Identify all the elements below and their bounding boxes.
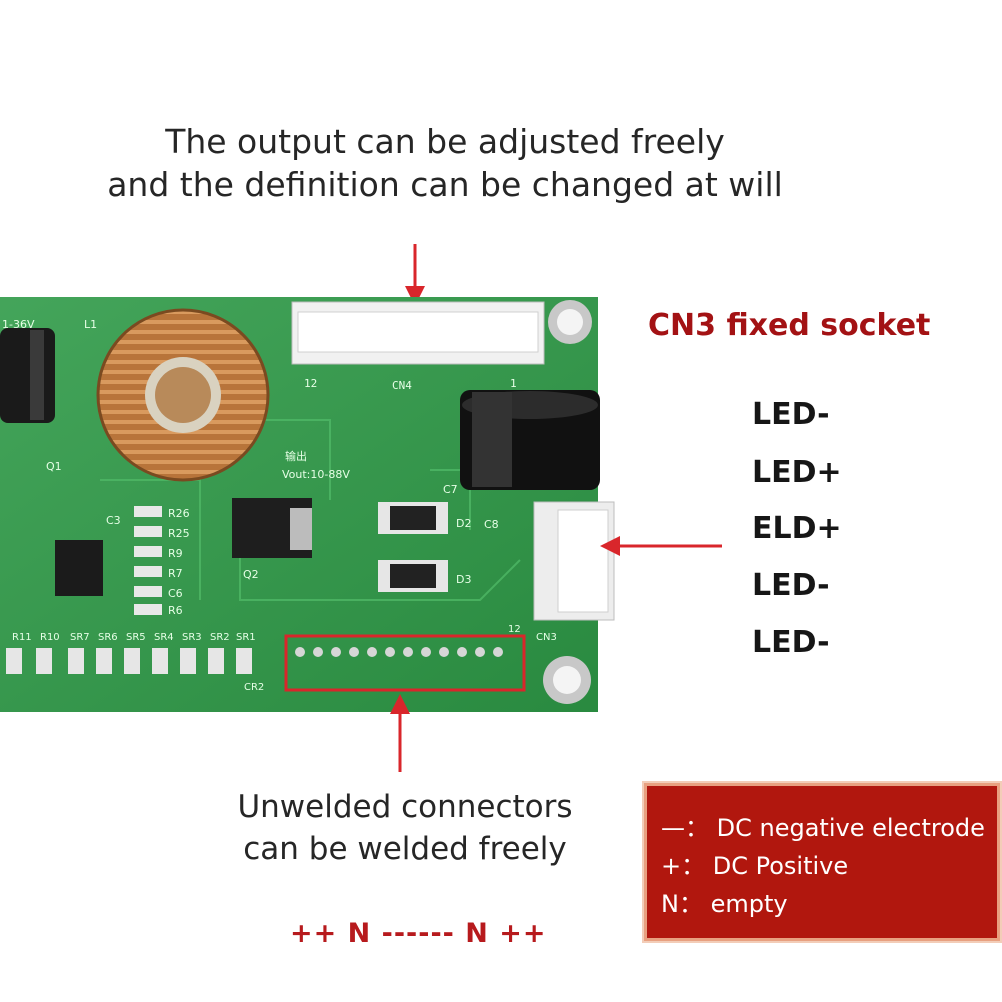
label-vout: Vout:10-88V [282, 468, 350, 481]
unwelded-highlight-box [284, 634, 526, 692]
label-d3: D3 [456, 573, 471, 586]
smd-led-row [6, 648, 252, 674]
top-caption-line2: and the definition can be changed at wil… [107, 165, 783, 204]
label-q2: Q2 [243, 568, 259, 581]
label-r7: R7 [168, 567, 183, 580]
label-c7: C7 [443, 483, 458, 496]
label-r11: R11 [12, 632, 32, 643]
label-output-cn: 输出 [285, 449, 307, 463]
capacitor-left [0, 328, 55, 423]
bottom-caption: Unwelded connectors can be welded freely [200, 786, 610, 870]
label-pin12-top: 12 [304, 377, 317, 390]
cn3-pin-2: LED+ [752, 455, 842, 490]
pcb-board-photo: 12 1 CN4 L1 1-36V Vout:10-88V 输出 Q2 D2 D… [0, 244, 722, 772]
ic-chip [55, 540, 103, 596]
label-r26: R26 [168, 507, 190, 520]
label-pin1-top: 1 [510, 377, 517, 390]
label-c8: C8 [484, 518, 499, 531]
legend-empty: N： empty [661, 890, 788, 918]
label-sr1: SR1 [236, 632, 256, 643]
mosfet-q2 [232, 498, 312, 558]
label-cr2: CR2 [244, 682, 264, 693]
cn3-pin-3: ELD+ [752, 511, 842, 546]
toroid-inductor [96, 308, 270, 482]
diode-d2 [378, 502, 448, 534]
label-sr6: SR6 [98, 632, 118, 643]
label-d2: D2 [456, 517, 471, 530]
pin-pattern: ++ N ------ N ++ [290, 918, 547, 949]
top-caption-line1: The output can be adjusted freely [165, 122, 725, 161]
mounting-hole-top [548, 300, 592, 344]
label-pin12-bottom: 12 [508, 624, 521, 635]
legend-negative: —： DC negative electrode [661, 814, 985, 842]
label-sr4: SR4 [154, 632, 174, 643]
cn3-pin-5: LED- [752, 625, 830, 660]
label-cn3: CN3 [536, 632, 557, 643]
cn3-connector [533, 501, 615, 621]
label-q1: Q1 [46, 460, 62, 473]
label-r9: R9 [168, 547, 183, 560]
arrow-down-to-cn4 [405, 244, 425, 306]
label-sr7: SR7 [70, 632, 90, 643]
label-sr2: SR2 [210, 632, 230, 643]
label-cn4: CN4 [392, 379, 412, 392]
cn4-connector [291, 301, 545, 365]
unwelded-pad-row [295, 647, 503, 657]
bottom-caption-line2: can be welded freely [243, 831, 567, 867]
label-r10: R10 [40, 632, 60, 643]
bottom-caption-line1: Unwelded connectors [237, 789, 573, 825]
cn3-pin-1: LED- [752, 397, 830, 432]
label-r6: R6 [168, 604, 183, 617]
diode-d3 [378, 560, 448, 592]
arrow-left-to-cn3 [600, 536, 722, 556]
capacitor-right [460, 390, 600, 490]
label-c3: C3 [106, 514, 121, 527]
cn3-title: CN3 fixed socket [648, 308, 931, 343]
label-r25: R25 [168, 527, 190, 540]
legend-box: —： DC negative electrode +： DC Positive … [644, 783, 1000, 941]
label-sr3: SR3 [182, 632, 202, 643]
label-c6: C6 [168, 587, 183, 600]
top-caption: The output can be adjusted freely and th… [0, 120, 890, 206]
label-sr5: SR5 [126, 632, 146, 643]
mounting-hole-bottom [543, 656, 591, 704]
legend-positive: +： DC Positive [661, 852, 849, 880]
label-l1: L1 [84, 318, 97, 331]
cn3-pin-4: LED- [752, 568, 830, 603]
smd-resistor-column [134, 506, 162, 615]
label-cap-input: 1-36V [2, 318, 35, 331]
arrow-up-to-pads [390, 694, 410, 772]
